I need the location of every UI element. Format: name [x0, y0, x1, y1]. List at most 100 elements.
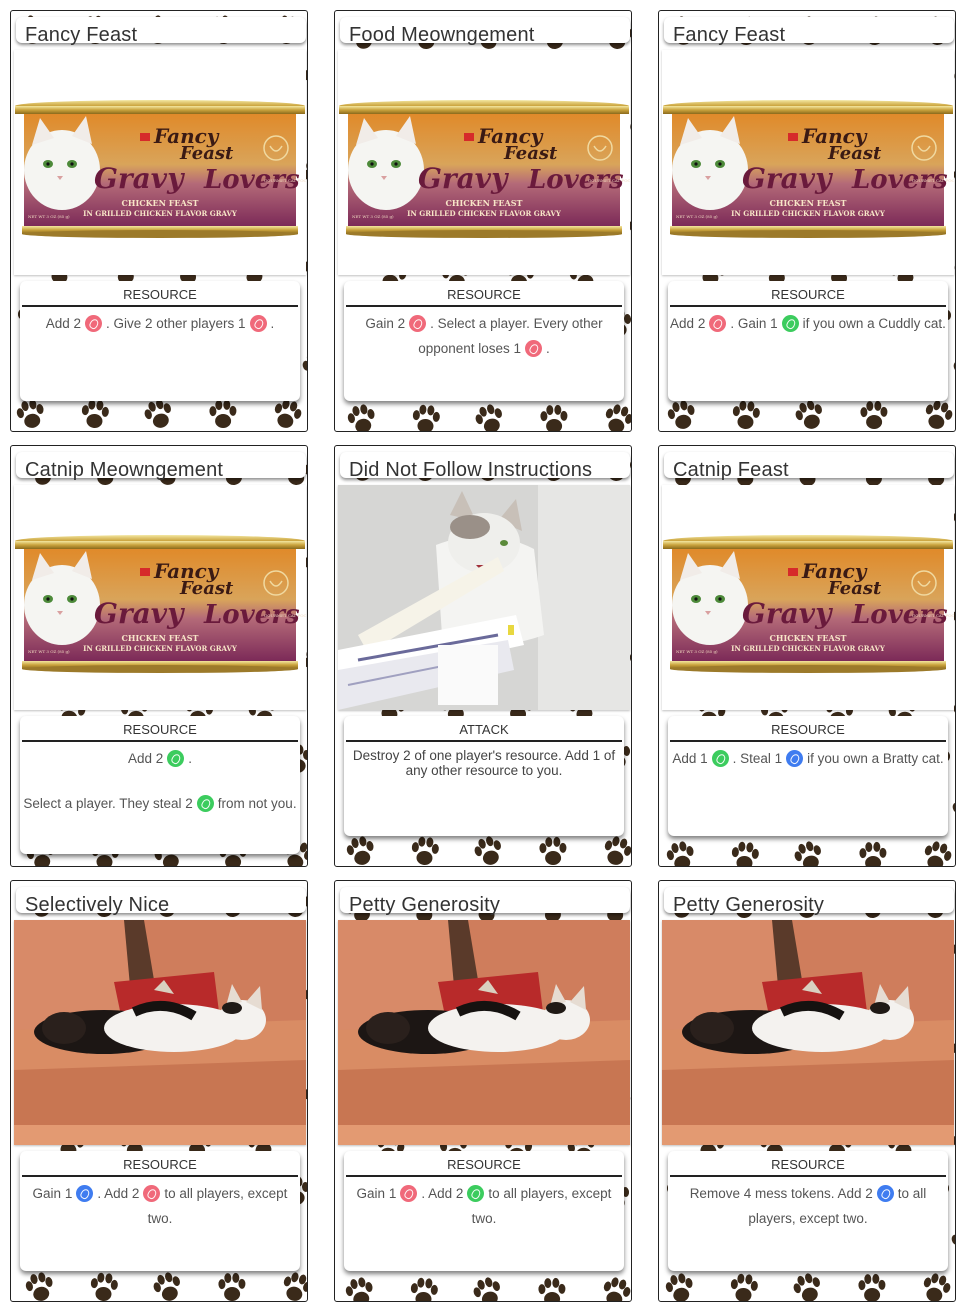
- svg-text:CHICKEN FEAST: CHICKEN FEAST: [770, 633, 847, 643]
- card-8[interactable]: Petty Generosity RESOURCE Gain 1 . Add 2 t…: [334, 880, 632, 1302]
- card-title-bar: Petty Generosity: [340, 887, 630, 913]
- svg-text:CHICKEN FEAST: CHICKEN FEAST: [770, 198, 847, 208]
- description-text: to all players, except two.: [148, 1186, 288, 1226]
- red-resource-token-icon: [85, 315, 102, 332]
- green-resource-token-icon: [197, 795, 214, 812]
- svg-text:NET WT 3 OZ (85 g): NET WT 3 OZ (85 g): [676, 214, 718, 219]
- description-text: Destroy 2 of one player's resource. Add …: [353, 748, 615, 778]
- svg-text:CHICKEN FEAST: CHICKEN FEAST: [122, 633, 199, 643]
- card-title: Selectively Nice: [25, 894, 169, 917]
- svg-text:IN GRILLED CHICKEN FLAVOR GRAV: IN GRILLED CHICKEN FLAVOR GRAVY: [731, 644, 886, 653]
- description-text: if you own a Cuddly cat.: [803, 316, 946, 331]
- card-type: ATTACK: [346, 722, 622, 742]
- card-description: Gain 2. Select a player. Every other opp…: [346, 311, 622, 361]
- description-text: . Add 2: [97, 1186, 139, 1201]
- svg-text:NET WT 3 OZ (85 g): NET WT 3 OZ (85 g): [676, 649, 718, 654]
- description-text: . Add 2: [421, 1186, 463, 1201]
- card-title: Catnip Meowngement: [25, 459, 223, 482]
- card-type: RESOURCE: [22, 722, 298, 742]
- svg-text:NET WT 3 OZ (85 g): NET WT 3 OZ (85 g): [28, 649, 70, 654]
- card-5[interactable]: Did Not Follow Instructions ATTACK Destr…: [334, 445, 632, 867]
- card-title: Petty Generosity: [349, 894, 500, 917]
- red-resource-token-icon: [709, 315, 726, 332]
- svg-text:CHICKEN FEAST: CHICKEN FEAST: [122, 198, 199, 208]
- svg-text:Gravy: Gravy: [94, 162, 185, 195]
- card-type: RESOURCE: [346, 1157, 622, 1177]
- green-resource-token-icon: [467, 1185, 484, 1202]
- card-description: Add 1 . Steal 1 if you own a Bratty cat.: [670, 746, 946, 771]
- svg-text:GOURMET CAT FOOD: GOURMET CAT FOOD: [588, 178, 630, 183]
- svg-text:Feast: Feast: [179, 578, 234, 599]
- svg-text:Feast: Feast: [827, 143, 882, 164]
- card-title: Catnip Feast: [673, 459, 789, 482]
- red-resource-token-icon: [400, 1185, 417, 1202]
- description-text: Select a player. They steal 2: [23, 796, 192, 811]
- description-text: . Steal 1: [733, 751, 783, 766]
- description-text: Add 2: [670, 316, 705, 331]
- card-type: RESOURCE: [670, 1157, 946, 1177]
- description-text: . Select a player. Every other opponent …: [418, 316, 603, 356]
- svg-text:IN GRILLED CHICKEN FLAVOR GRAV: IN GRILLED CHICKEN FLAVOR GRAVY: [83, 644, 238, 653]
- card-title: Petty Generosity: [673, 894, 824, 917]
- card-title-bar: Did Not Follow Instructions: [340, 452, 630, 478]
- red-resource-token-icon: [143, 1185, 160, 1202]
- svg-text:Feast: Feast: [503, 143, 558, 164]
- card-title: Did Not Follow Instructions: [349, 459, 592, 482]
- card-art-cats-on-couch: [338, 920, 630, 1145]
- card-title: Fancy Feast: [673, 24, 785, 47]
- card-text-box: RESOURCE Add 1 . Steal 1 if you own a Brat…: [668, 716, 948, 836]
- blue-resource-token-icon: [877, 1185, 894, 1202]
- card-text-box: ATTACK Destroy 2 of one player's resourc…: [344, 716, 624, 836]
- description-text: Remove 4 mess tokens. Add 2: [690, 1186, 873, 1201]
- card-title-bar: Catnip Feast: [664, 452, 954, 478]
- card-description: Add 2. Give 2 other players 1.: [22, 311, 298, 336]
- card-description: Gain 1 . Add 2 to all players, except two.: [346, 1181, 622, 1231]
- card-type: RESOURCE: [670, 722, 946, 742]
- description-text: Add 2: [128, 751, 163, 766]
- card-text-box: RESOURCE Add 2.Select a player. They ste…: [20, 716, 300, 854]
- card-title-bar: Petty Generosity: [664, 887, 954, 913]
- green-resource-token-icon: [167, 750, 184, 767]
- card-title: Fancy Feast: [25, 24, 137, 47]
- description-text: to all players, except two.: [472, 1186, 612, 1226]
- svg-text:GOURMET CAT FOOD: GOURMET CAT FOOD: [264, 178, 306, 183]
- card-title-bar: Fancy Feast: [16, 17, 306, 43]
- description-text: . Give 2 other players 1: [106, 316, 246, 331]
- description-text: if you own a Bratty cat.: [807, 751, 944, 766]
- card-title-bar: Food Meowngement: [340, 17, 630, 43]
- description-text: Gain 1: [357, 1186, 397, 1201]
- description-text: Add 1: [672, 751, 707, 766]
- description-text: from not you.: [218, 796, 297, 811]
- card-9[interactable]: Petty Generosity RESOURCE Remove 4 mess …: [658, 880, 956, 1302]
- svg-text:Feast: Feast: [179, 143, 234, 164]
- green-resource-token-icon: [712, 750, 729, 767]
- svg-text:NET WT 3 OZ (85 g): NET WT 3 OZ (85 g): [28, 214, 70, 219]
- card-text-box: RESOURCE Add 2. Give 2 other players 1.: [20, 281, 300, 401]
- svg-text:GOURMET CAT FOOD: GOURMET CAT FOOD: [912, 613, 954, 618]
- card-title-bar: Fancy Feast: [664, 17, 954, 43]
- svg-text:IN GRILLED CHICKEN FLAVOR GRAV: IN GRILLED CHICKEN FLAVOR GRAVY: [83, 209, 238, 218]
- svg-text:CHICKEN FEAST: CHICKEN FEAST: [446, 198, 523, 208]
- card-text-box: RESOURCE Gain 1 . Add 2 to all players, ex…: [344, 1151, 624, 1271]
- svg-text:Gravy: Gravy: [742, 597, 833, 630]
- card-type: RESOURCE: [22, 1157, 298, 1177]
- card-type: RESOURCE: [22, 287, 298, 307]
- card-type: RESOURCE: [346, 287, 622, 307]
- card-art-cats-on-couch: [662, 920, 954, 1145]
- svg-text:GOURMET CAT FOOD: GOURMET CAT FOOD: [264, 613, 306, 618]
